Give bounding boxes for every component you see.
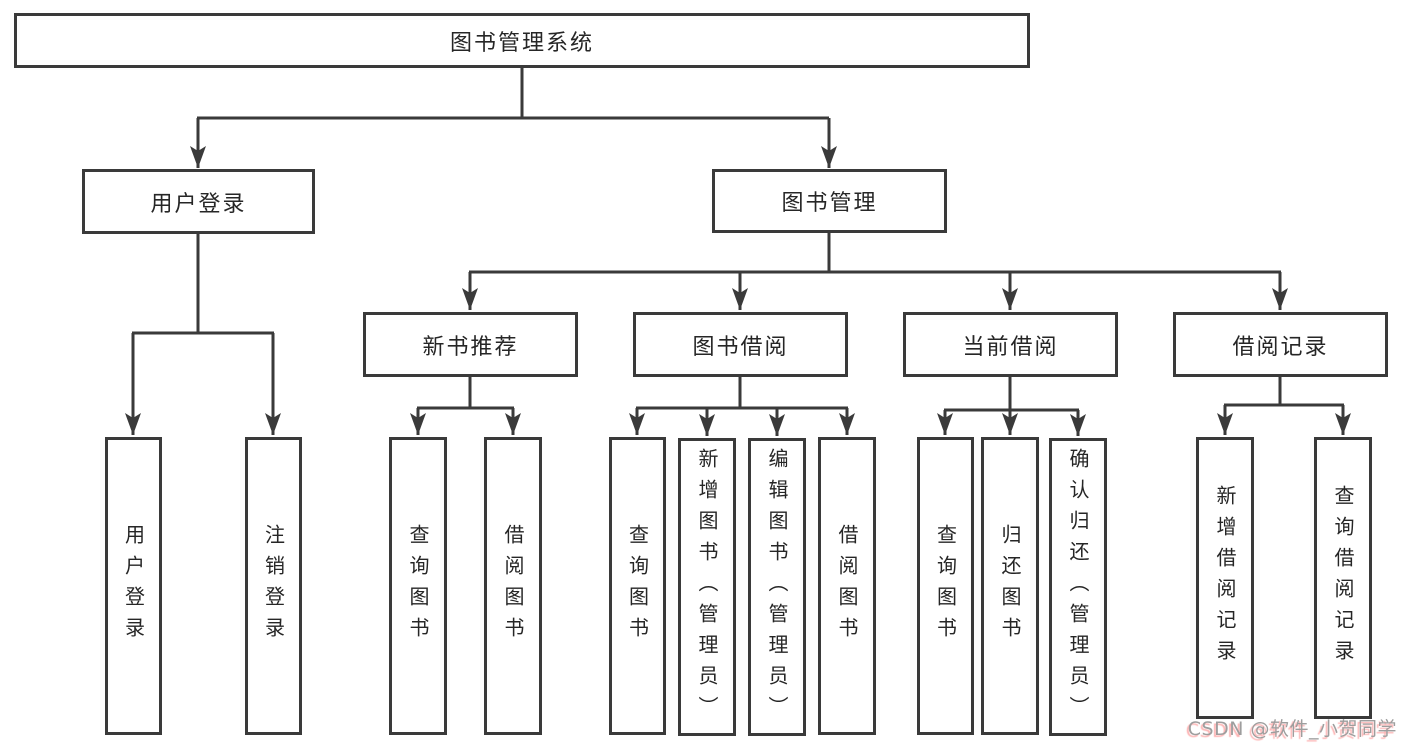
- node-borrowing-records: 借阅记录: [1173, 312, 1388, 377]
- leaf-cb-confirm-return-admin: 确认归还（管理员）: [1049, 438, 1107, 736]
- leaf-br-query-record-label: 查询借阅记录: [1331, 485, 1355, 671]
- leaf-cb-confirm-return-admin-label: 确认归还（管理员）: [1066, 447, 1090, 727]
- leaf-bb-query-books: 查询图书: [609, 437, 666, 735]
- node-user-login: 用户登录: [82, 169, 315, 234]
- leaf-bb-query-books-label: 查询图书: [625, 524, 650, 648]
- leaf-bb-borrow-books: 借阅图书: [818, 437, 876, 735]
- node-library-management-system: 图书管理系统: [14, 13, 1030, 68]
- leaf-nbr-query-books-label: 查询图书: [406, 524, 430, 648]
- leaf-nbr-query-books: 查询图书: [389, 437, 447, 735]
- node-book-management: 图书管理: [712, 169, 947, 233]
- node-book-borrowing: 图书借阅: [633, 312, 848, 377]
- leaf-bb-edit-books-admin-label: 编辑图书（管理员）: [765, 447, 789, 727]
- leaf-cb-query-books: 查询图书: [917, 437, 974, 735]
- leaf-bb-add-books-admin-label: 新增图书（管理员）: [695, 447, 719, 727]
- leaf-nbr-borrow-books-label: 借阅图书: [501, 524, 525, 648]
- leaf-cb-return-books-label: 归还图书: [998, 524, 1022, 648]
- leaf-nbr-borrow-books: 借阅图书: [484, 437, 542, 735]
- leaf-user-login: 用户登录: [105, 437, 162, 735]
- connectors: [125, 68, 1351, 436]
- csdn-watermark: CSDN @软件_小贺同学: [1187, 718, 1397, 740]
- leaf-user-login-label: 用户登录: [121, 524, 146, 648]
- leaf-br-add-record-label: 新增借阅记录: [1213, 485, 1237, 671]
- leaf-logout-login-label: 注销登录: [261, 524, 286, 648]
- node-current-borrowing: 当前借阅: [903, 312, 1118, 377]
- leaf-bb-borrow-books-label: 借阅图书: [835, 524, 859, 648]
- leaf-cb-return-books: 归还图书: [981, 437, 1039, 735]
- node-new-book-recommendation: 新书推荐: [363, 312, 578, 377]
- leaf-cb-query-books-label: 查询图书: [933, 524, 958, 648]
- leaf-br-add-record: 新增借阅记录: [1196, 437, 1254, 719]
- leaf-bb-add-books-admin: 新增图书（管理员）: [678, 438, 736, 736]
- leaf-bb-edit-books-admin: 编辑图书（管理员）: [748, 438, 806, 736]
- leaf-br-query-record: 查询借阅记录: [1314, 437, 1372, 719]
- leaf-logout-login: 注销登录: [245, 437, 302, 735]
